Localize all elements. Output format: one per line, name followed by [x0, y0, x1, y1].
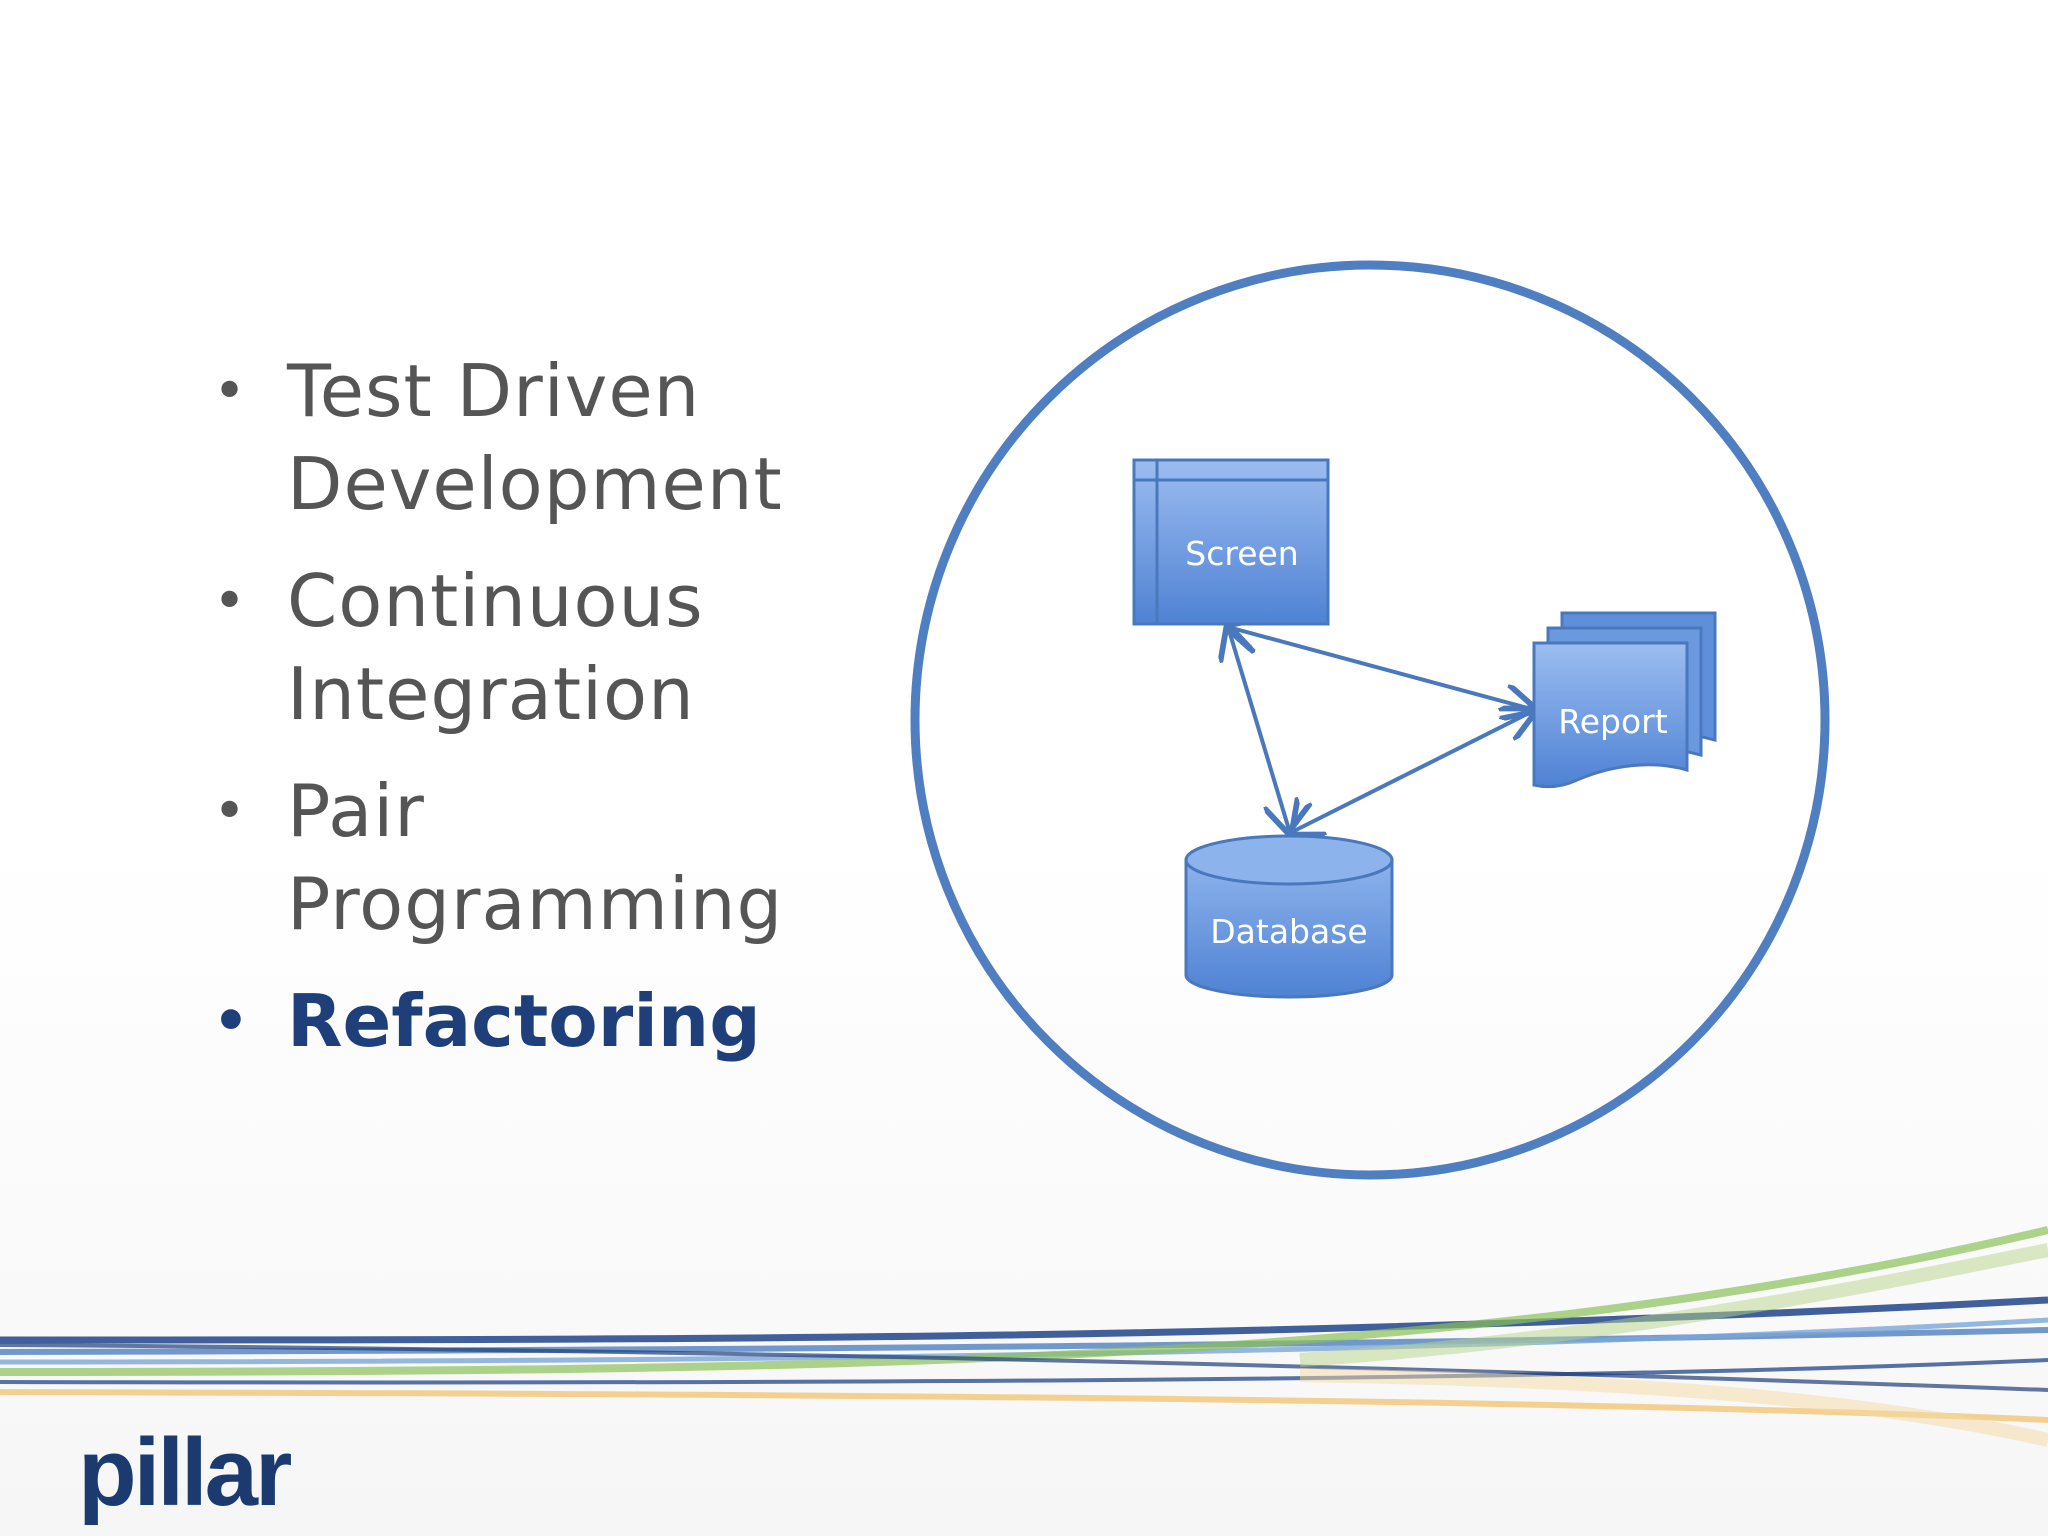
bullet-item-refactoring: • Refactoring — [205, 975, 885, 1068]
screen-database-connector — [1228, 627, 1290, 833]
bullet-text: Pair Programming — [287, 769, 784, 946]
bullet-list: • Test Driven Development • Continuous Int… — [205, 345, 885, 1092]
scope-circle — [910, 260, 1830, 1180]
bullet-text: Refactoring — [287, 979, 761, 1063]
screen-label: Screen — [1185, 534, 1298, 573]
bullet-marker: • — [213, 359, 248, 424]
report-database-connector — [1290, 710, 1535, 833]
database-label: Database — [1210, 912, 1367, 951]
report-label: Report — [1558, 702, 1667, 741]
bullet-text: Test Driven Development — [287, 349, 783, 526]
report-node: Report — [1532, 611, 1717, 789]
screen-report-connector — [1228, 627, 1535, 710]
bullet-marker: • — [213, 779, 248, 844]
bullet-text: Continuous Integration — [287, 559, 704, 736]
bullet-item-pair-programming: • Pair Programming — [205, 765, 885, 951]
database-node: Database — [1184, 834, 1394, 999]
pillar-logo: pillar — [78, 1418, 292, 1528]
screen-node: Screen — [1132, 458, 1330, 626]
bullet-item-tdd: • Test Driven Development — [205, 345, 885, 531]
bullet-marker: • — [213, 569, 248, 634]
logo-text: pillar — [78, 1419, 292, 1526]
bullet-marker: • — [213, 989, 249, 1054]
bullet-item-ci: • Continuous Integration — [205, 555, 885, 741]
